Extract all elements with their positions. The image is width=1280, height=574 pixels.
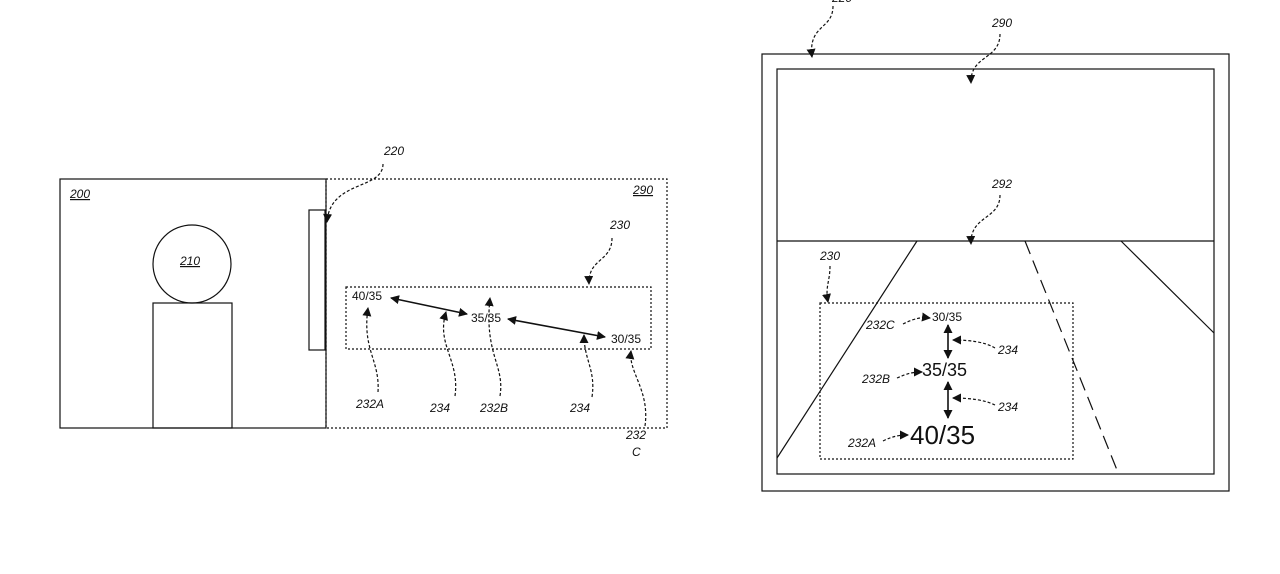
- leader-230-right: [822, 265, 831, 303]
- label-234-right-1: 234: [997, 343, 1018, 357]
- label-292: 292: [991, 177, 1012, 191]
- leader-234-right-1: [952, 335, 996, 349]
- leader-232a: [362, 307, 379, 393]
- leader-232a-right: [882, 430, 909, 442]
- right-figure-labels: 220 290 292 230 232C 30/35 234 232B 35/3…: [819, 0, 1018, 450]
- label-290-left: 290: [632, 183, 653, 197]
- speed-30-35-right: 30/35: [932, 310, 962, 324]
- label-200: 200: [69, 187, 90, 201]
- label-234-left-2: 234: [569, 401, 590, 415]
- left-figure-labels: 200 210 220 290 230 40/35 35/35 30/35 23…: [69, 144, 653, 459]
- leader-220: [323, 163, 384, 223]
- leader-232b-right: [896, 367, 923, 379]
- leader-234-2: [579, 334, 594, 398]
- leader-220-right: [806, 5, 834, 58]
- transition-arrow-1: [390, 295, 468, 317]
- label-210: 210: [179, 254, 200, 268]
- leader-234-1: [439, 311, 457, 397]
- left-figure: [59, 163, 668, 429]
- speed-35-35-left: 35/35: [471, 311, 501, 325]
- label-232b-right: 232B: [861, 372, 890, 386]
- leader-292: [966, 194, 1001, 245]
- speed-30-35-left: 30/35: [611, 332, 641, 346]
- overlay-dotted-box: [345, 286, 652, 350]
- label-220-right: 220: [831, 0, 852, 5]
- leader-232c-right: [902, 312, 931, 325]
- leader-232c: [625, 350, 647, 427]
- road-right-edge: [1120, 240, 1215, 334]
- label-230-left: 230: [609, 218, 630, 232]
- label-220-left: 220: [383, 144, 404, 158]
- transition-arrow-2: [507, 316, 606, 340]
- label-232c-left-line1: 232: [625, 428, 646, 442]
- windshield-inner-frame: [776, 68, 1215, 475]
- windshield-rect: [308, 209, 326, 351]
- leader-230: [584, 237, 613, 285]
- label-234-right-2: 234: [997, 400, 1018, 414]
- speed-40-35-right: 40/35: [910, 420, 975, 450]
- label-232c-left-line2: C: [632, 445, 641, 459]
- leader-232b: [484, 297, 502, 397]
- leader-290-right: [966, 33, 1001, 84]
- label-234-left-1: 234: [429, 401, 450, 415]
- road-center-dashed: [1024, 240, 1118, 471]
- windshield-outer-frame: [761, 53, 1230, 492]
- speed-35-35-right: 35/35: [922, 360, 967, 380]
- right-figure: [761, 5, 1230, 492]
- label-232b-left: 232B: [479, 401, 508, 415]
- label-232a-left: 232A: [355, 397, 384, 411]
- speed-40-35-left: 40/35: [352, 289, 382, 303]
- label-232a-right: 232A: [847, 436, 876, 450]
- label-290-right: 290: [991, 16, 1012, 30]
- road-left-edge: [776, 240, 918, 459]
- label-230-right: 230: [819, 249, 840, 263]
- label-232c-right: 232C: [865, 318, 895, 332]
- scene-dotted-box: [325, 178, 668, 429]
- leader-234-right-2: [952, 393, 996, 406]
- occupant-seat: [152, 302, 233, 429]
- overlay-dotted-box-right: [819, 302, 1074, 460]
